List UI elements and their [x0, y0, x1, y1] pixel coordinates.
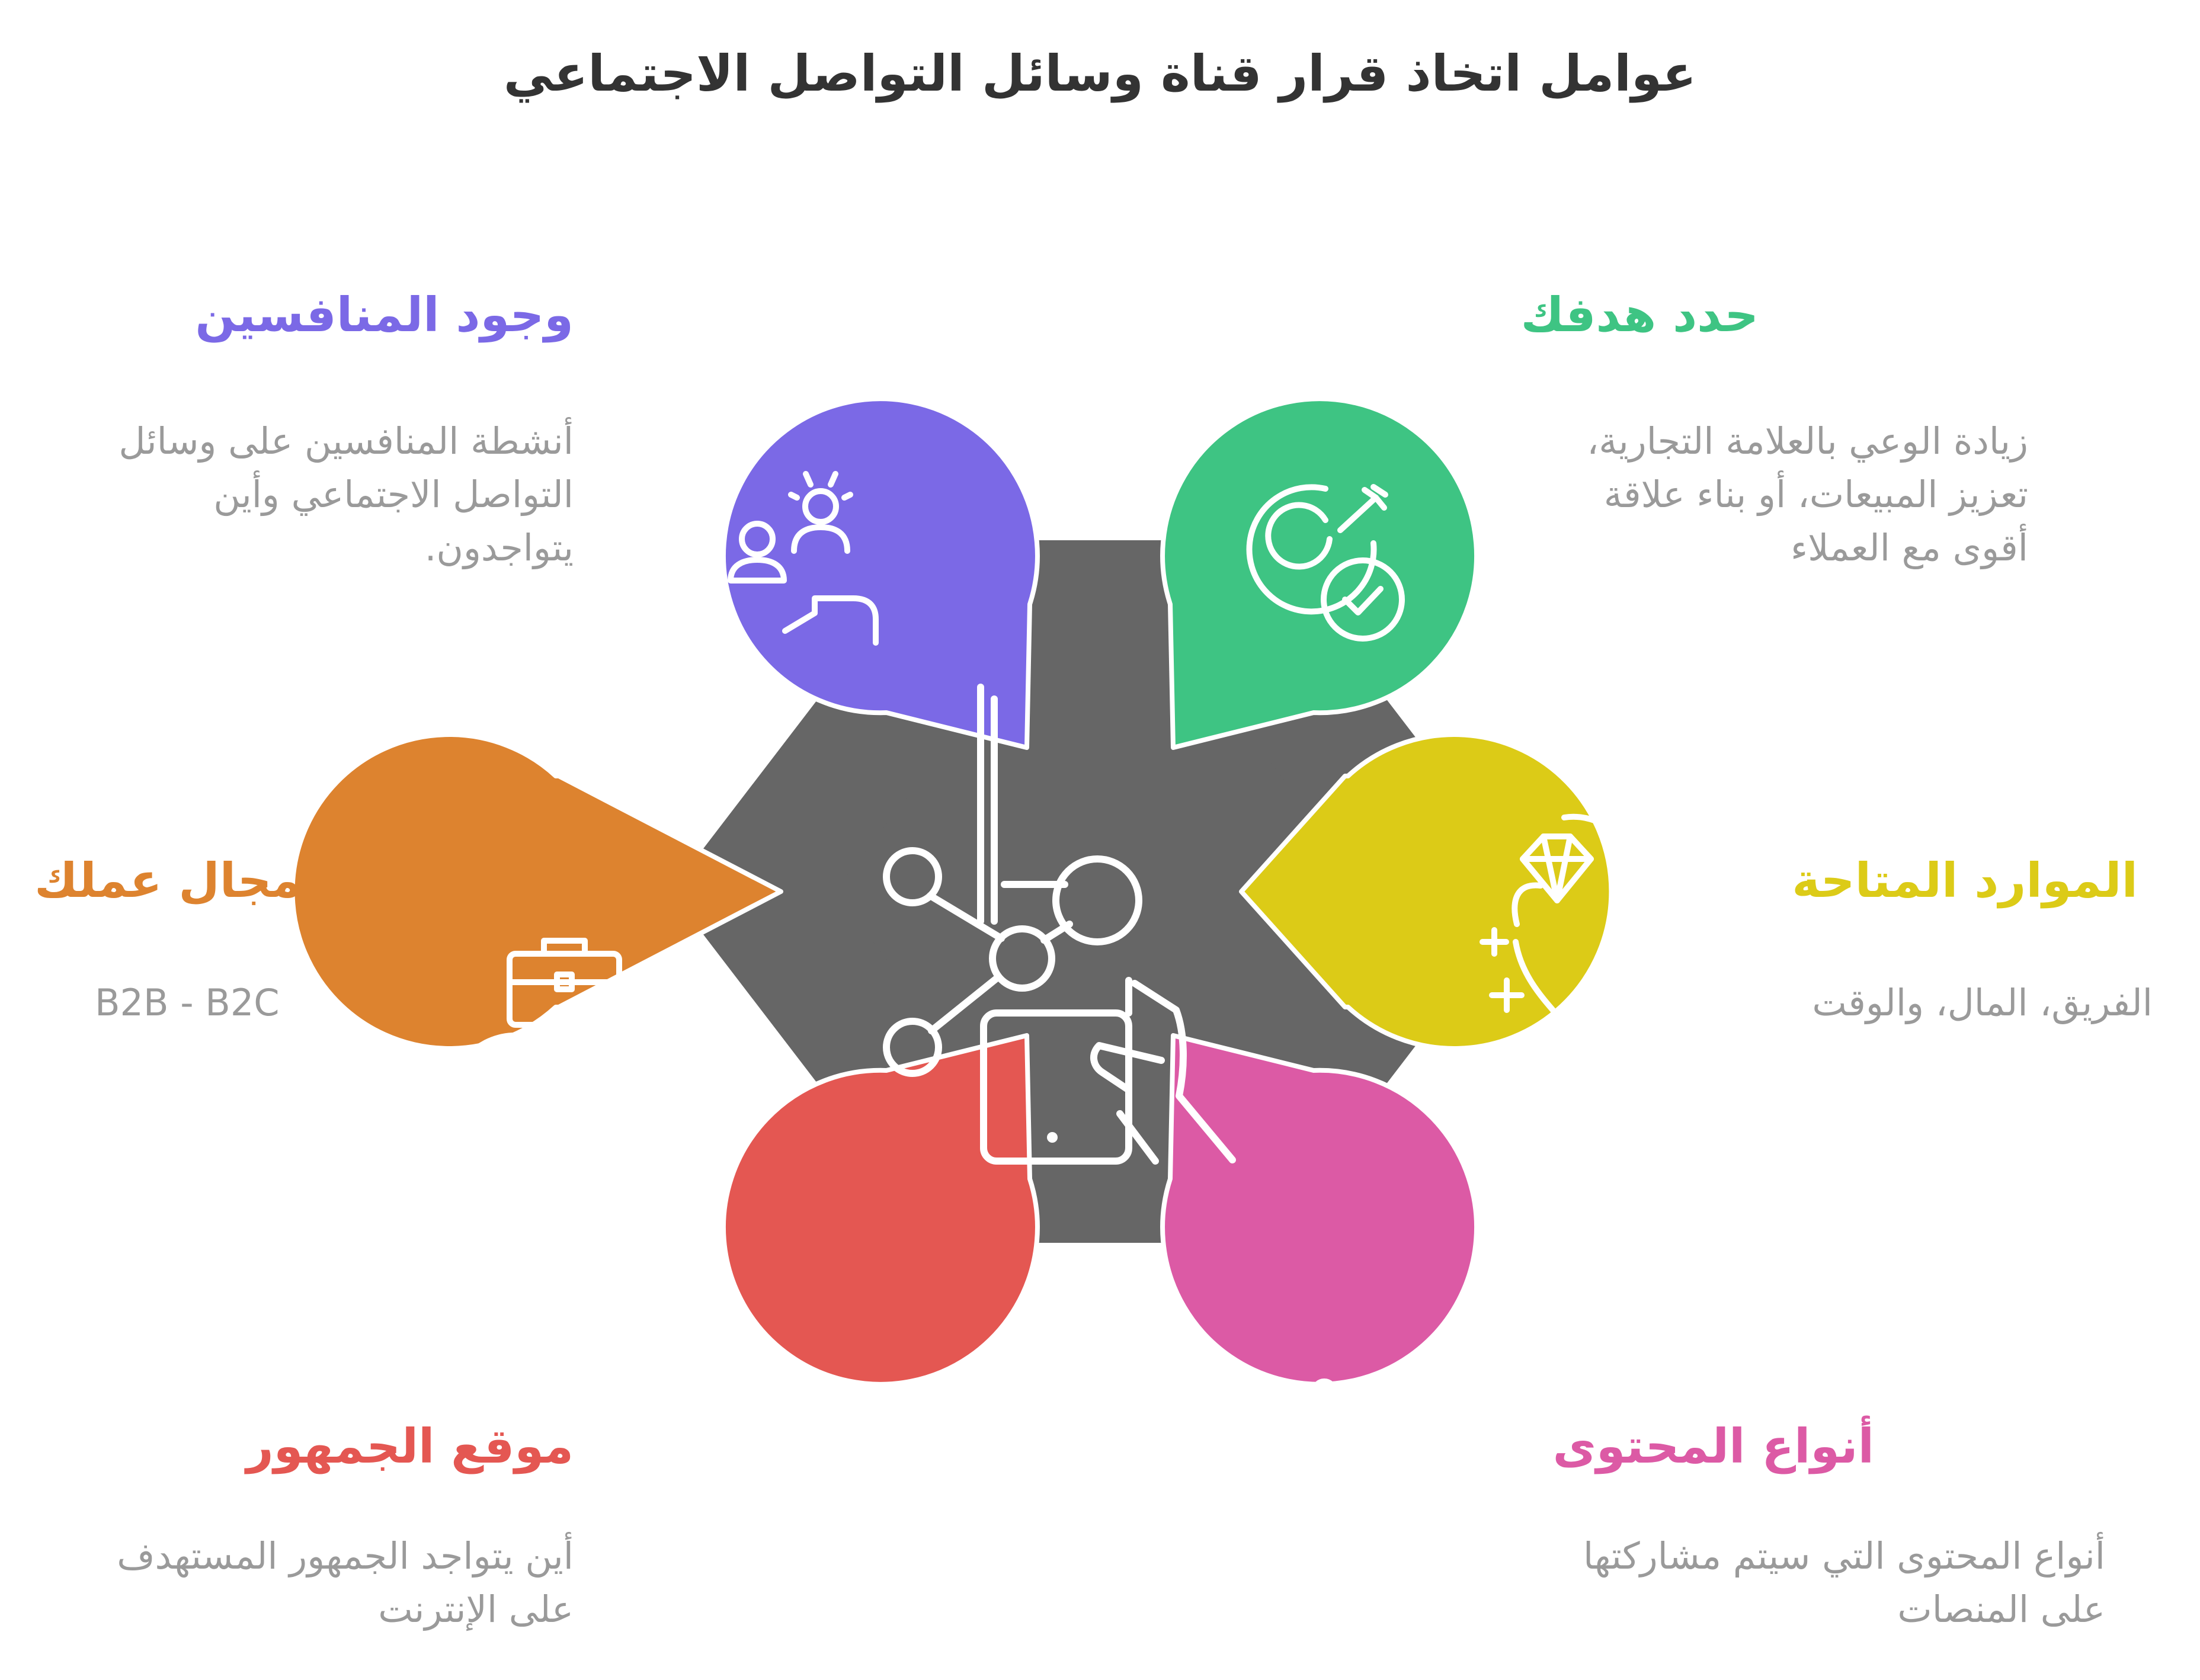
goal-description-line: أقوى مع العملاء	[1790, 526, 2028, 569]
field-description-line: B2B - B2C	[95, 981, 280, 1024]
petal-goal-shape	[1160, 396, 1479, 750]
competitors-description-line: أنشطة المنافسين على وسائل	[119, 419, 574, 463]
competitors-heading: وجود المنافسين	[195, 287, 574, 342]
petal-resources-shape	[1239, 732, 1614, 1051]
petal-competitors	[721, 396, 1040, 750]
goal-description: زيادة الوعي بالعلامة التجارية، تعزيز الم…	[1587, 415, 2028, 575]
field-description: B2B - B2C	[95, 976, 280, 1030]
audience-description-line: على الإنترنت	[378, 1588, 574, 1631]
petal-content	[1160, 1033, 1479, 1532]
content-description-line: على المنصات	[1897, 1588, 2105, 1631]
field-heading: مجال عملك	[34, 853, 301, 908]
hand-diamond-icon	[1480, 813, 1656, 1081]
hand-briefcase-icon	[462, 938, 622, 1074]
petal-field-shape	[290, 732, 783, 1051]
petal-goal	[1160, 396, 1479, 750]
resources-heading: الموارد المتاحة	[1792, 853, 2138, 908]
target-check-icon	[1246, 484, 1405, 642]
petal-resources	[1239, 732, 1656, 1081]
goal-description-line: زيادة الوعي بالعلامة التجارية،	[1587, 419, 2028, 463]
social-media-phone-icon	[883, 684, 1236, 1165]
diagram-title: عوامل اتخاذ قرار قناة وسائل التواصل الاج…	[503, 44, 1697, 102]
resources-description-line: الفريق، المال، والوقت	[1812, 981, 2153, 1024]
petal-field	[290, 732, 783, 1074]
audience-description: أين يتواجد الجمهور المستهدف على الإنترنت	[117, 1530, 574, 1636]
audience-description-line: أين يتواجد الجمهور المستهدف	[117, 1534, 574, 1578]
content-description-line: أنواع المحتوى التي سيتم مشاركتها	[1583, 1534, 2105, 1578]
competitors-description: أنشطة المنافسين على وسائل التواصل الاجتم…	[119, 415, 574, 575]
petal-content-shape	[1160, 1033, 1479, 1387]
petal-competitors-shape	[721, 396, 1040, 750]
audience-heading: موقع الجمهور	[246, 1419, 574, 1474]
petal-audience	[721, 1033, 1040, 1525]
competitors-icon	[728, 471, 879, 646]
goal-heading: حدد هدفك	[1520, 287, 1759, 342]
resources-description: الفريق، المال، والوقت	[1812, 976, 2153, 1030]
competitors-description-line: يتواجدون.	[424, 526, 574, 569]
content-description: أنواع المحتوى التي سيتم مشاركتها على الم…	[1583, 1530, 2105, 1636]
competitors-description-line: التواصل الاجتماعي وأين	[213, 473, 574, 516]
content-heading: أنواع المحتوى	[1552, 1419, 1874, 1474]
petal-audience-shape	[721, 1033, 1040, 1387]
person-location-icon	[732, 1380, 882, 1525]
goal-description-line: تعزيز المبيعات، أو بناء علاقة	[1603, 473, 2028, 516]
network-hub-icon	[1249, 1378, 1400, 1532]
